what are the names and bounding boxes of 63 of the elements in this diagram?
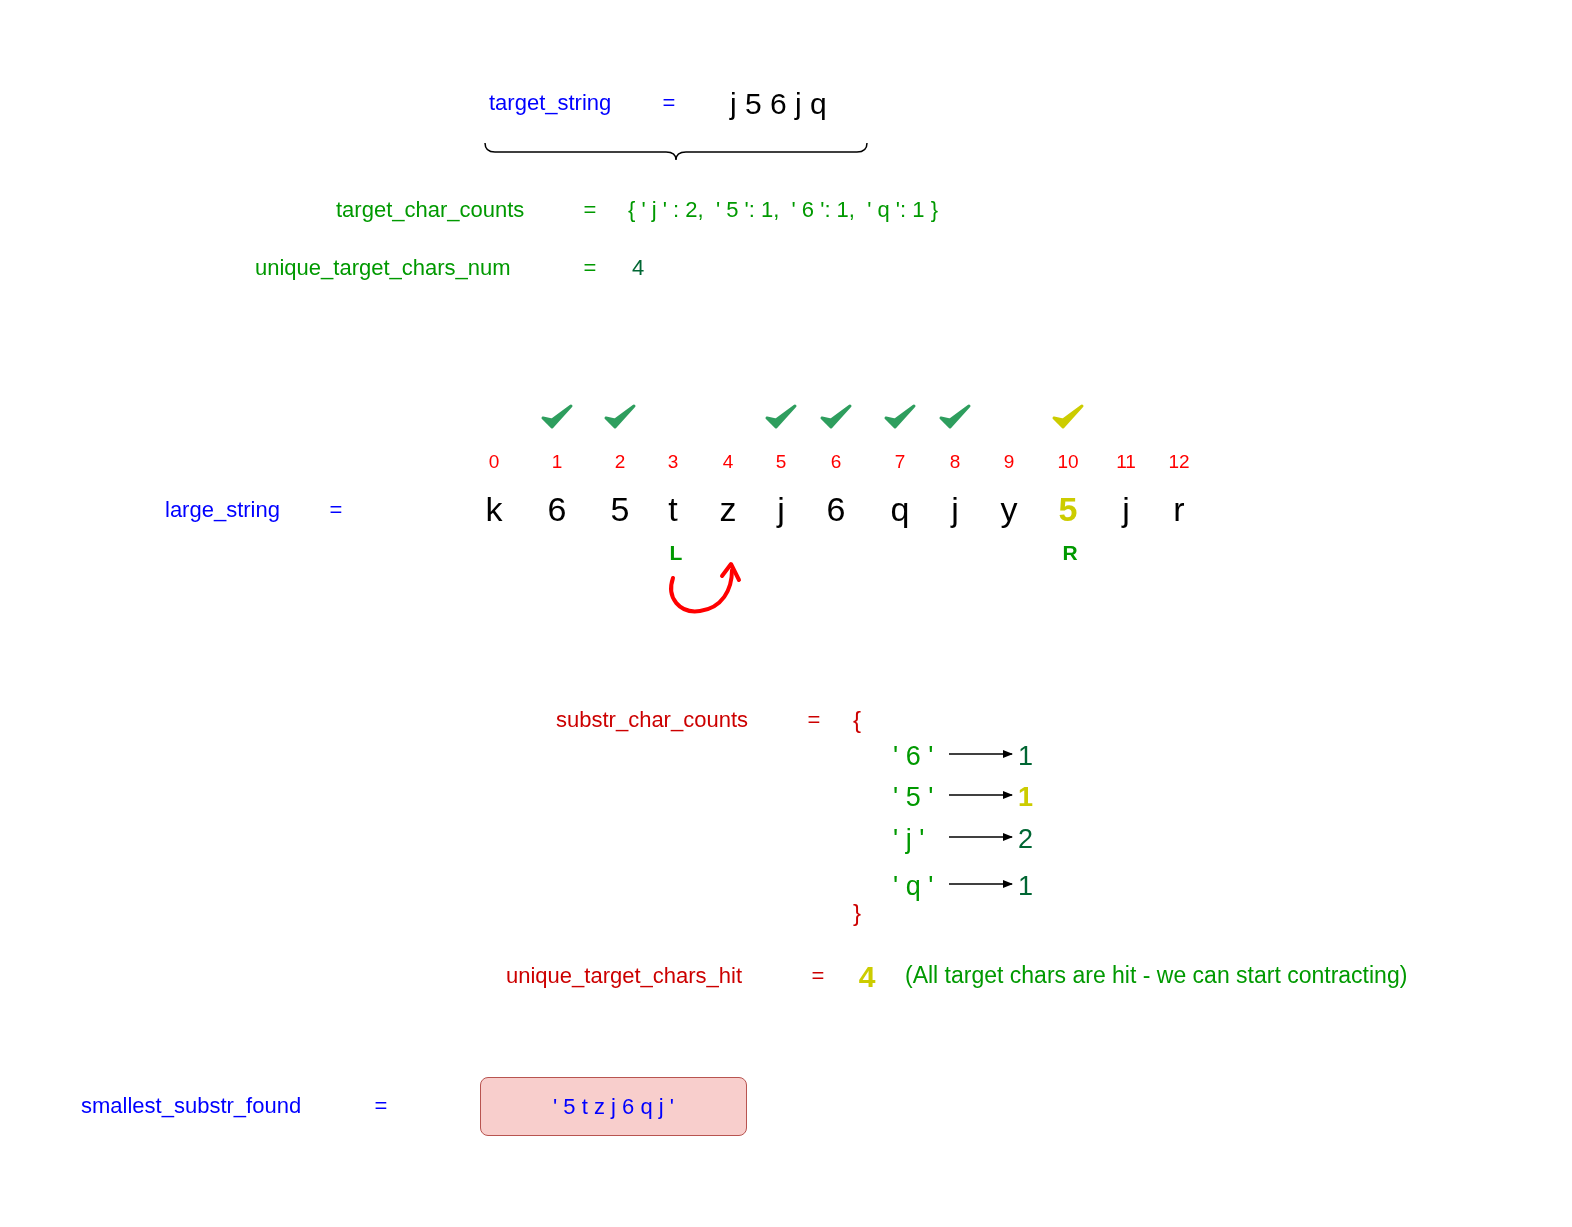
variable-name: large_string (165, 497, 280, 523)
string-value: ' 5 t z j 6 q j ' (553, 1093, 674, 1120)
index-number: 11 (1116, 451, 1136, 473)
variable-name: substr_char_counts (556, 707, 748, 733)
equals-sign: = (329, 497, 343, 523)
string-character: j (777, 491, 785, 529)
dict-key: ' j ' (893, 825, 925, 855)
string-value: j 5 6 j q (730, 86, 827, 120)
index-number: 7 (894, 451, 906, 473)
index-number: 8 (949, 451, 961, 473)
equals-sign: = (374, 1093, 388, 1119)
count-value: 2 (1018, 825, 1034, 855)
string-character: z (719, 491, 737, 529)
index-number: 0 (488, 451, 500, 473)
variable-name: smallest_substr_found (81, 1093, 302, 1119)
index-number: 5 (775, 451, 787, 473)
dict-key: ' q ' (893, 872, 934, 902)
pointer-label: L (669, 541, 683, 565)
string-character: j (951, 491, 959, 529)
string-character: 5 (610, 491, 630, 529)
string-character: 6 (547, 491, 567, 529)
count-value: 1 (1018, 783, 1034, 813)
brace-symbol: } (853, 899, 861, 927)
index-number: 6 (830, 451, 842, 473)
equals-sign: = (583, 255, 597, 281)
arrow (948, 791, 1013, 799)
string-character: q (890, 491, 910, 529)
string-character: k (485, 491, 503, 529)
string-character: 6 (826, 491, 846, 529)
string-character: j (1122, 491, 1130, 529)
dict-key: ' 5 ' (893, 783, 934, 813)
arrow (948, 833, 1013, 841)
index-number: 4 (722, 451, 734, 473)
number-value: 4 (631, 255, 645, 281)
index-number: 12 (1168, 451, 1190, 473)
dict-value: { ' j ' : 2, ' 5 ': 1, ' 6 ': 1, ' q ': 1 } (628, 197, 938, 223)
dict-key: ' 6 ' (893, 742, 934, 772)
index-number: 3 (667, 451, 679, 473)
variable-name: target_char_counts (336, 197, 525, 223)
pointer-label: R (1062, 541, 1078, 565)
result-box (480, 1077, 747, 1136)
variable-name: target_string (489, 90, 612, 116)
variable-name: unique_target_chars_num (255, 255, 511, 281)
equals-sign: = (662, 90, 676, 116)
equals-sign: = (807, 707, 821, 733)
number-value: 4 (858, 959, 876, 993)
index-number: 10 (1057, 451, 1079, 473)
string-character: 5 (1058, 491, 1078, 529)
index-number: 1 (551, 451, 563, 473)
arrow (948, 750, 1013, 758)
variable-name: unique_target_chars_hit (506, 963, 743, 989)
string-character: t (668, 491, 678, 529)
count-value: 1 (1018, 872, 1034, 902)
index-number: 9 (1003, 451, 1015, 473)
string-character: y (1000, 491, 1018, 529)
string-character: r (1173, 491, 1185, 529)
count-value: 1 (1018, 742, 1034, 772)
arrow (948, 880, 1013, 888)
note-text: (All target chars are hit - we can start contracting) (905, 963, 1408, 989)
brace-symbol: { (853, 706, 861, 734)
equals-sign: = (583, 197, 597, 223)
equals-sign: = (811, 963, 825, 989)
index-number: 2 (614, 451, 626, 473)
